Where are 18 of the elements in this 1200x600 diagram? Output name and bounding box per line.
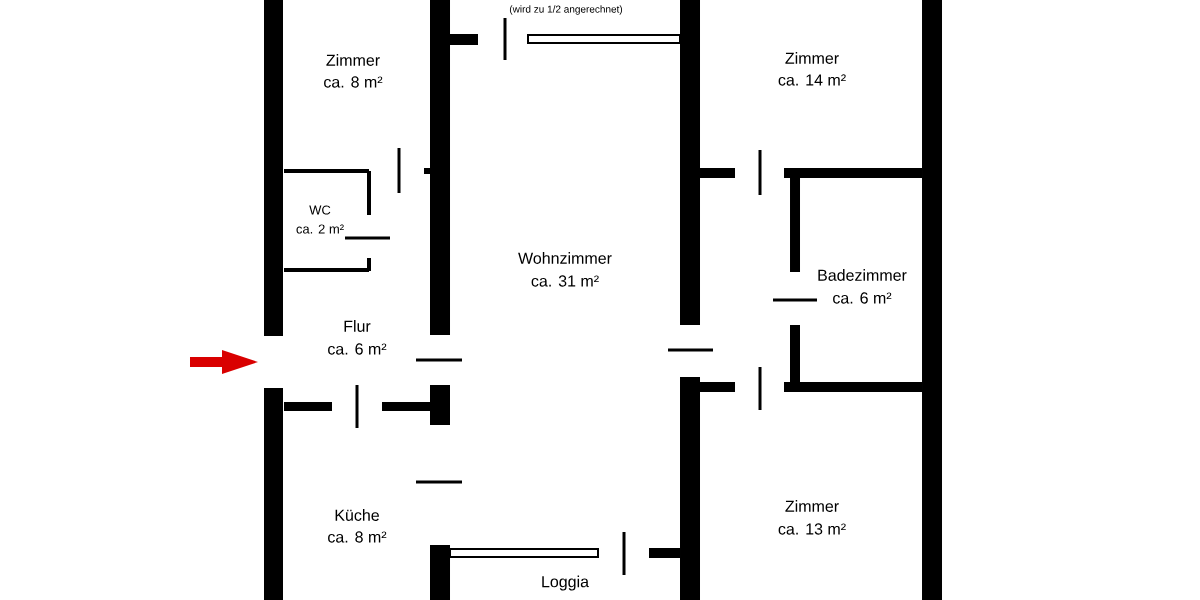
room-label: Küche [335, 509, 379, 521]
room-label: Badezimmer [818, 269, 907, 281]
room-label: Zimmer [785, 500, 839, 512]
note-text: (wird zu 1/2 angerechnet) [509, 5, 623, 15]
area-label: ca. 14 m² [778, 74, 846, 86]
room-label: WC [309, 205, 331, 215]
room-label: Flur [344, 320, 371, 332]
area-label: ca. 8 m² [328, 531, 387, 543]
room-label: Zimmer [785, 52, 839, 64]
area-label: ca. 13 m² [778, 523, 846, 535]
area-label: ca. 8 m² [324, 76, 383, 88]
room-label: Wohnzimmer [518, 252, 612, 264]
room-label: Zimmer [326, 54, 380, 66]
room-label: Loggia [542, 575, 590, 591]
area-label: ca. 6 m² [328, 343, 387, 355]
area-label: ca. 6 m² [833, 292, 892, 304]
area-label: ca. 2 m² [296, 224, 344, 234]
area-label: ca. 31 m² [531, 275, 599, 287]
